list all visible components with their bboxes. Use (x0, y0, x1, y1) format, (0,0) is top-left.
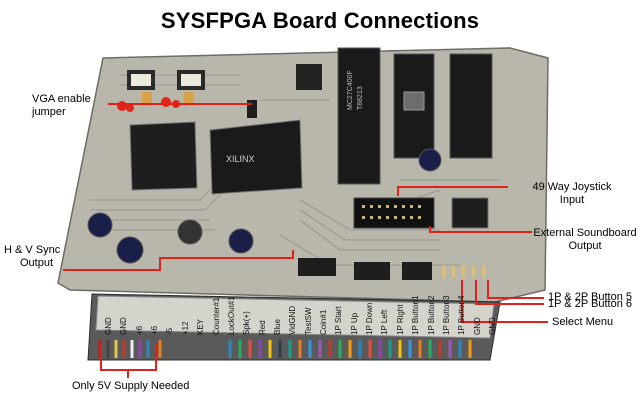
joystick-header (353, 197, 435, 229)
soundboard-ic (451, 197, 489, 229)
connector-pin-label: -5 (165, 327, 175, 335)
potentiometer (177, 219, 203, 245)
capacitor (418, 148, 442, 172)
callout-select-menu: Select Menu (552, 316, 614, 328)
callout-vga-jumper-line2: jumper (32, 106, 66, 118)
callout-joystick-line2: Input (559, 194, 585, 206)
vga-jumper (247, 100, 257, 118)
callout-line-select (461, 280, 548, 323)
connector-pin-label: Counter#1 (211, 297, 221, 335)
eprom-label: MC27C400F (347, 70, 354, 110)
eprom-chip (449, 53, 493, 159)
connector-pin-label: TestSW (303, 307, 313, 335)
connector-pin-label: GND (488, 317, 497, 335)
callout-joystick: 49 Way Joystick Input (512, 181, 632, 207)
eprom-window (403, 91, 425, 111)
callout-line-button6 (475, 280, 544, 305)
connector-pin-label: +12 (180, 321, 190, 335)
connector-pin-label: 1P Button1 (411, 295, 421, 335)
callout-button5: 1P & 2P Button 5 (548, 291, 632, 303)
capacitor (87, 212, 113, 238)
page-title: SYSFPGA Board Connections (160, 8, 480, 33)
qfp-chip (129, 121, 198, 191)
capacitor (116, 236, 144, 264)
connector-pin-label: LockOut#1 (226, 296, 236, 335)
connector-pin-label: 1P Button4 (457, 295, 467, 335)
connector-pin-label: Coin#1 (319, 309, 329, 335)
connector-pin-label: GND (472, 317, 482, 335)
connector-pin-label: 1P Up (349, 312, 359, 335)
callout-hv-sync: H & V Sync Output (4, 244, 60, 270)
connector-pin-label: Blue (272, 318, 282, 335)
connector-pin-label: KEY (196, 318, 206, 335)
connector-pin-label: 1P Button3 (441, 295, 451, 335)
button-header (442, 266, 485, 278)
callout-button6: 1P & 2P Button 6 (548, 298, 632, 310)
callout-line-joystick (397, 186, 508, 196)
edge-connector-label-strip (95, 295, 495, 339)
connector-pin-label: 1P Down (365, 302, 375, 335)
callout-hv-sync-line2: Output (20, 257, 54, 269)
connector-pin-label: +6 (150, 325, 160, 335)
fpga-chip-label: XILINX (226, 154, 255, 164)
led (161, 97, 171, 107)
connector-pin-label: +6 (134, 325, 144, 335)
connector-pin-label: Red (257, 320, 267, 335)
connector-pin-label: GND (104, 317, 113, 335)
callout-line-button5 (487, 280, 544, 299)
connector-pin-label: VidGND (288, 305, 298, 335)
connector-pin-label: 1P Left (380, 309, 390, 335)
callout-line-sync (63, 250, 294, 271)
eprom-chip (337, 47, 381, 185)
eprom-label: T88213 (357, 86, 364, 110)
callout-vga-jumper-line1: VGA enable (32, 93, 91, 105)
fpga-chip (209, 119, 303, 195)
connector-pin-label: 1P Button2 (426, 295, 436, 335)
connector-pin-label: Spk(+) (242, 311, 252, 335)
connector-pin-label: 1P Start (334, 306, 344, 335)
callout-line-soundboard (429, 226, 532, 233)
connector-pin-label: GND (119, 317, 129, 335)
connector-pin-label: 1P Right (395, 304, 405, 335)
ribbon-wires (98, 340, 472, 358)
callout-soundboard: External Soundboard Output (532, 227, 638, 253)
capacitor (228, 228, 254, 254)
callout-hv-sync-line1: H & V Sync (4, 244, 61, 256)
callout-supply: Only 5V Supply Needed (72, 380, 190, 392)
callout-vga-jumper: VGA enable jumper (32, 93, 91, 119)
callout-joystick-line1: 49 Way Joystick (532, 181, 612, 193)
callout-lines (63, 103, 548, 378)
callout-soundboard-line1: External Soundboard (533, 227, 637, 239)
led (117, 101, 127, 111)
callout-soundboard-line2: Output (568, 240, 602, 252)
led (126, 104, 134, 112)
